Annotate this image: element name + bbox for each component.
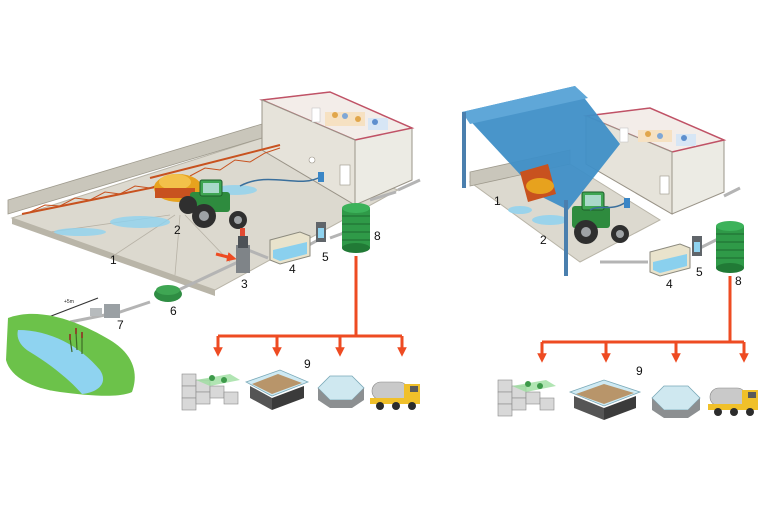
distance-label: +5m — [64, 299, 74, 305]
label-3: 3 — [241, 277, 248, 291]
left-outlet-7 — [90, 304, 120, 318]
label-5: 5 — [322, 250, 329, 264]
left-building-pipe — [369, 190, 397, 202]
left-tank-4 — [269, 231, 311, 265]
right-biobed-pit — [568, 379, 642, 420]
left-distance-marker: +5m — [45, 297, 99, 319]
left-biobed-crates — [181, 373, 240, 411]
right-tractor — [572, 191, 629, 244]
label-8: 8 — [374, 229, 381, 243]
label-7: 7 — [117, 318, 124, 332]
right-tanker-truck — [708, 387, 758, 416]
right-storage-shelves — [619, 127, 696, 146]
left-dome-tank — [317, 375, 365, 408]
left-pump-unit — [236, 228, 250, 273]
left-tractor — [179, 179, 247, 229]
left-storage-shelves — [311, 107, 388, 130]
left-pipe-to-filter — [169, 260, 239, 296]
label-4: 4 — [289, 262, 296, 276]
label-6: 6 — [170, 304, 177, 318]
label-9: 9 — [304, 357, 311, 371]
left-flow-arrow — [215, 252, 237, 262]
right-storage-tank-8 — [716, 221, 744, 273]
right-sprayer — [520, 164, 556, 202]
right-label-5: 5 — [696, 265, 703, 279]
left-pad-edge — [12, 218, 215, 296]
left-hose-reel — [318, 172, 324, 182]
right-filter-5 — [692, 236, 702, 256]
right-label-2: 2 — [540, 233, 547, 247]
left-distribution-arrows — [213, 256, 407, 357]
left-biobed-pit — [245, 369, 310, 410]
right-distribution-arrows — [537, 276, 749, 363]
right-label-9: 9 — [636, 364, 643, 378]
left-building — [259, 91, 415, 206]
left-system: +5m — [6, 91, 421, 411]
right-canopy — [462, 86, 620, 276]
right-label-4: 4 — [666, 277, 673, 291]
label-1: 1 — [110, 253, 117, 267]
left-biofilter-6 — [154, 285, 182, 302]
right-dome-tank — [651, 385, 701, 418]
right-hose-reel — [624, 198, 630, 208]
label-2: 2 — [174, 223, 181, 237]
right-biobed-crates — [497, 379, 556, 417]
left-filter-5 — [316, 222, 326, 242]
right-water-splash — [508, 206, 568, 225]
left-storage-tank-8 — [342, 203, 370, 253]
right-system: 1 2 4 5 8 9 — [462, 86, 758, 420]
right-tank-4 — [649, 243, 691, 277]
right-label-1: 1 — [494, 194, 501, 208]
left-stream — [6, 313, 135, 396]
right-hose — [589, 201, 627, 211]
left-hose — [239, 175, 323, 187]
left-tanker-truck — [370, 381, 420, 410]
right-label-8: 8 — [735, 274, 742, 288]
